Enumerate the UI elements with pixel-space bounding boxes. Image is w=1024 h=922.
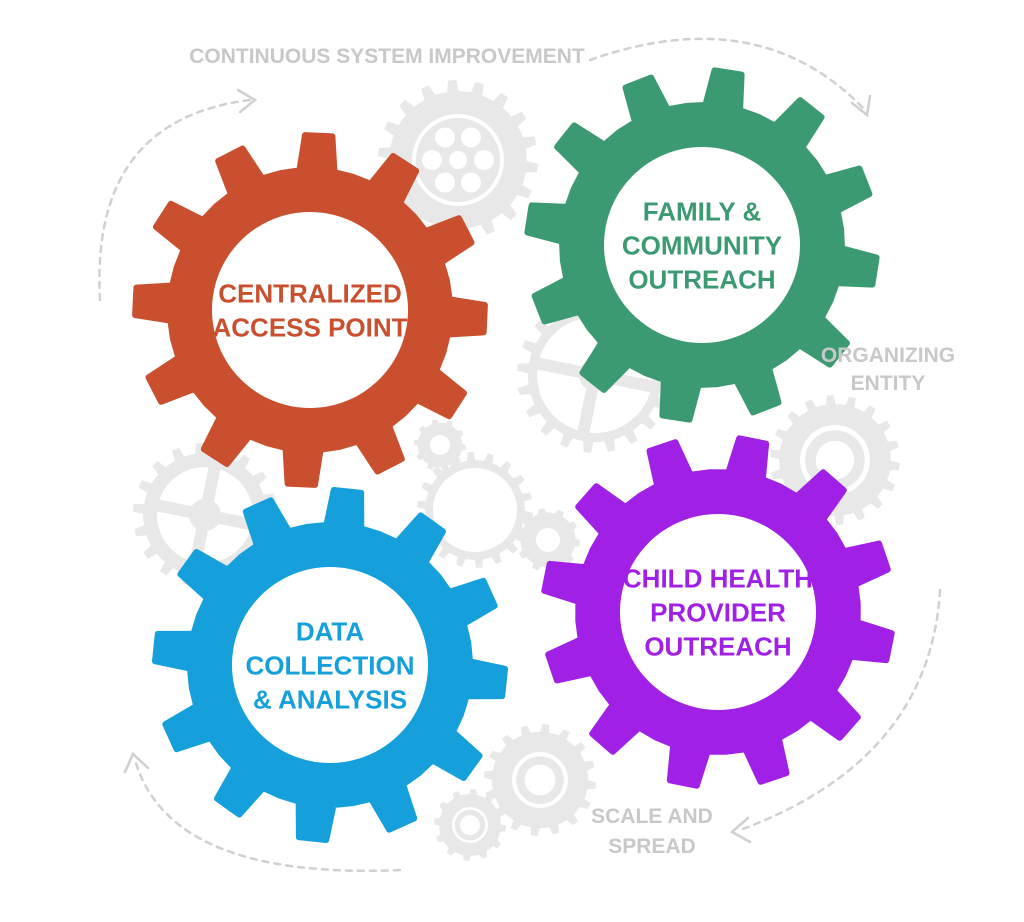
arrow-top-right [588, 37, 867, 112]
label-organizing: ORGANIZING [821, 344, 955, 367]
arrow-top-left-head [236, 88, 258, 114]
gear-label-line: PROVIDER [650, 597, 786, 627]
gear-center [604, 147, 800, 343]
label-spread: SPREAD [608, 835, 696, 858]
gear-label-line: OUTREACH [628, 264, 775, 294]
cycle-labels: CONTINUOUS SYSTEM IMPROVEMENT ORGANIZING… [189, 45, 955, 858]
label-continuous-system-improvement: CONTINUOUS SYSTEM IMPROVEMENT [189, 45, 585, 68]
gear-label-line: & ANALYSIS [253, 684, 407, 714]
bg-gear-center [417, 452, 533, 568]
bg-gear-bottom [484, 724, 596, 836]
arrow-right-head [729, 816, 752, 844]
arrow-right [738, 588, 942, 832]
gear-center [212, 212, 408, 408]
gear-center [232, 567, 428, 763]
bg-gear-top-center [378, 80, 538, 240]
gear-label-line: OUTREACH [644, 631, 791, 661]
gear-child-health-provider-outreach: CHILD HEALTH PROVIDER OUTREACH [541, 435, 895, 789]
label-entity: ENTITY [851, 372, 926, 395]
gear-label-line: FAMILY & [643, 196, 761, 226]
cycle-arrows [98, 37, 942, 872]
gear-centralized-access-point: CENTRALIZED ACCESS POINT [132, 132, 488, 488]
main-gears: CENTRALIZED ACCESS POINT FAMILY & COMMUNITY… [132, 67, 895, 843]
gear-label-line: CENTRALIZED [218, 278, 401, 308]
arrow-top-left [98, 98, 252, 302]
gear-label-line: DATA [296, 616, 365, 646]
gear-family-community-outreach: FAMILY & COMMUNITY OUTREACH [524, 67, 880, 423]
bg-gear-left [133, 443, 277, 587]
bg-gear-bottom-small [434, 789, 506, 861]
gear-label-line: ACCESS POINT [212, 312, 407, 342]
arrow-bottom-left-head [123, 751, 150, 774]
bg-gear-mid-small [414, 419, 466, 471]
arrow-top-right-head [850, 94, 872, 118]
gear-center [620, 514, 816, 710]
bg-gear-center-small [516, 508, 580, 572]
gear-label-line: CHILD HEALTH [623, 563, 813, 593]
label-scale-and: SCALE AND [591, 805, 713, 828]
gear-data-collection-analysis: DATA COLLECTION & ANALYSIS [152, 487, 508, 843]
gear-label-line: COLLECTION [246, 650, 415, 680]
arrow-bottom-left [133, 758, 402, 872]
gear-label-line: COMMUNITY [622, 230, 782, 260]
